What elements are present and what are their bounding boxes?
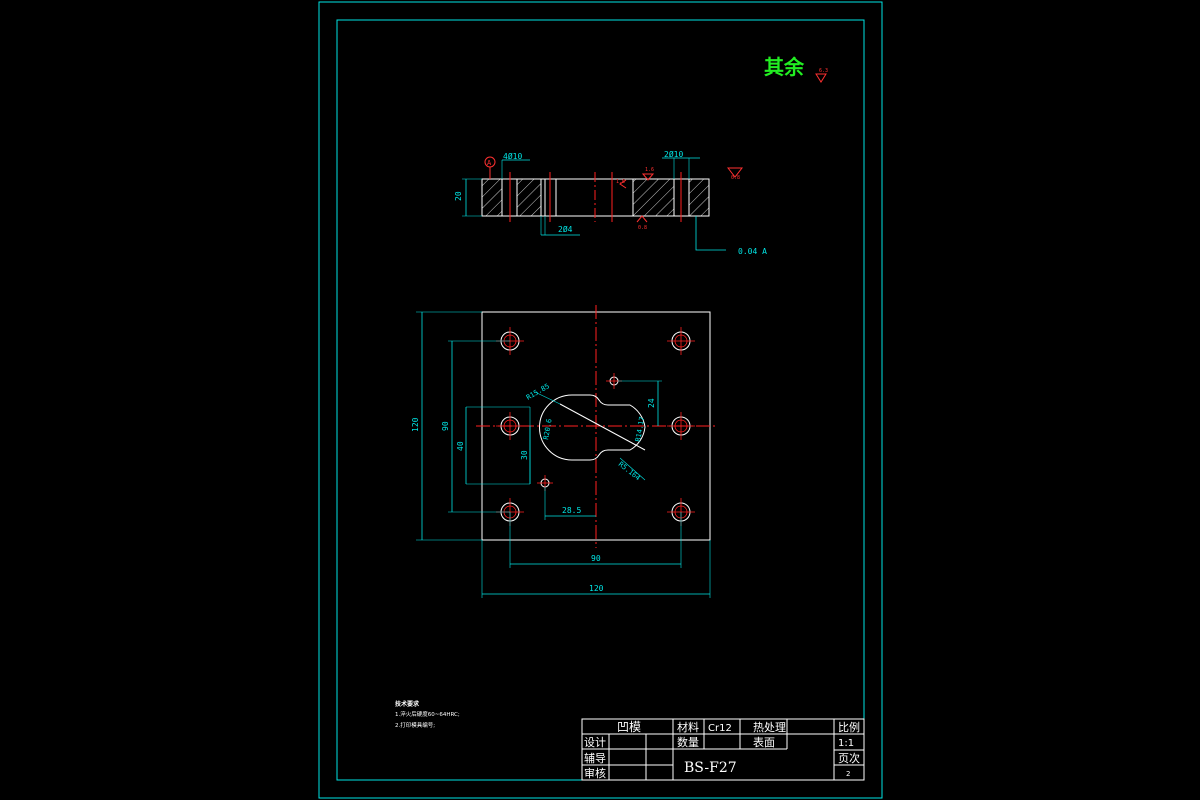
page-value: 2 — [846, 770, 850, 778]
material-label: 材料 — [677, 720, 699, 734]
arc-dim-4: R5.164 — [617, 460, 642, 482]
roughness-top-icon — [641, 173, 655, 181]
notes-line-2: 2.打印模具编号; — [395, 721, 435, 729]
roughness-left-icon — [619, 179, 627, 189]
svg-text:0.8: 0.8 — [638, 225, 647, 231]
hole-spacing-y: 90 — [441, 421, 450, 431]
tolerance-leader — [695, 216, 726, 251]
height-dim: 120 — [411, 417, 420, 432]
general-roughness: 其余 6.3 — [764, 55, 828, 83]
pin-hole-note: 2Ø4 — [558, 224, 573, 234]
guide-label: 辅导 — [584, 751, 606, 765]
material-value: Cr12 — [708, 723, 732, 734]
side-view: 20 A 4Ø10 2Ø10 2Ø4 1.6 0.8 1.6 0.8 0.04 … — [454, 149, 767, 256]
arc-dim-2: R20.6 — [542, 418, 554, 440]
page-label: 页次 — [838, 751, 860, 765]
hatch-region-left-1 — [482, 179, 502, 216]
general-roughness-label: 其余 — [764, 55, 805, 79]
scale-value: 1:1 — [838, 738, 854, 749]
hatch-region-left-2 — [517, 179, 541, 216]
svg-text:0.8: 0.8 — [731, 175, 740, 181]
part-name: 凹模 — [617, 720, 641, 734]
svg-text:1.6: 1.6 — [645, 167, 654, 173]
tolerance-note: 0.04 A — [738, 247, 767, 256]
arc-dim-1: R15.85 — [525, 382, 551, 402]
roughness-right-icon — [726, 167, 744, 178]
inner-box-width: 30 — [520, 450, 529, 460]
general-roughness-value: 6.3 — [819, 68, 828, 74]
inner-box-height: 40 — [456, 441, 465, 451]
scale-label: 比例 — [838, 720, 860, 734]
title-block — [581, 718, 865, 781]
bolt-holes — [496, 327, 695, 526]
review-label: 审核 — [584, 766, 606, 780]
hole-callout-right: 2Ø10 — [664, 149, 683, 159]
small-dim-24: 24 — [647, 398, 656, 408]
drawing-number: BS-F27 — [684, 760, 737, 776]
roughness-bottom-icon — [636, 215, 648, 223]
hole-spacing-x: 90 — [591, 554, 601, 563]
roughness-symbol-icon — [815, 73, 827, 83]
design-label: 设计 — [584, 736, 606, 749]
notes-heading: 技术要求 — [395, 700, 420, 708]
plan-view: 120 90 40 30 28.5 90 120 24 R15.85 R20.6 — [411, 305, 716, 598]
notes-line-1: 1.淬火后硬度60~64HRC; — [395, 710, 460, 718]
inner-frame — [336, 19, 865, 781]
hatch-region-right-1 — [633, 179, 674, 216]
outer-frame — [318, 1, 883, 799]
hatch-region-right-2 — [689, 179, 709, 216]
technical-notes: 技术要求 1.淬火后硬度60~64HRC; 2.打印模具编号; — [395, 700, 460, 729]
hole-callout-left: 4Ø10 — [503, 151, 522, 161]
width-dim: 120 — [589, 584, 604, 593]
die-cavity-outline — [539, 394, 646, 461]
datum-label: A — [487, 159, 492, 167]
thickness-dim: 20 — [454, 191, 463, 201]
title-block-text: 凹模 材料 Cr12 热处理 比例 设计 数量 表面 1:1 辅导 BS-F27… — [584, 720, 860, 780]
surface-label: 表面 — [753, 735, 775, 749]
heat-treatment-label: 热处理 — [753, 721, 786, 734]
svg-text:1.6: 1.6 — [616, 179, 625, 185]
offset-dim: 28.5 — [562, 506, 581, 515]
quantity-label: 数量 — [677, 736, 699, 749]
